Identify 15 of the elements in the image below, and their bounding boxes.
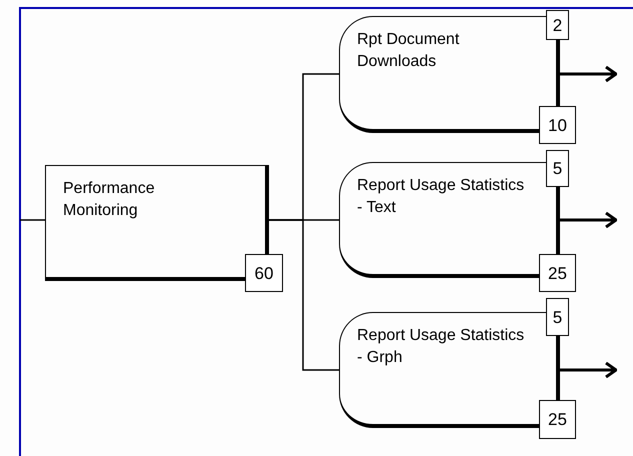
number-tag: 10 (539, 106, 576, 144)
number-tag: 5 (546, 298, 569, 336)
connector-line (20, 219, 45, 221)
box-label: Rpt Document Downloads (357, 30, 460, 72)
number-tag: 25 (539, 400, 576, 439)
number-tag: 60 (245, 254, 283, 292)
number-tag: 2 (546, 10, 569, 40)
output-arrow (560, 66, 618, 82)
output-arrow (560, 212, 618, 228)
output-arrow (560, 362, 618, 378)
box-label: Report Usage Statistics - Grph (357, 326, 526, 368)
box-label: Performance Monitoring (63, 179, 156, 221)
number-tag: 25 (539, 254, 576, 292)
number-tag: 5 (546, 150, 569, 187)
box-label: Report Usage Statistics - Text (357, 176, 526, 218)
